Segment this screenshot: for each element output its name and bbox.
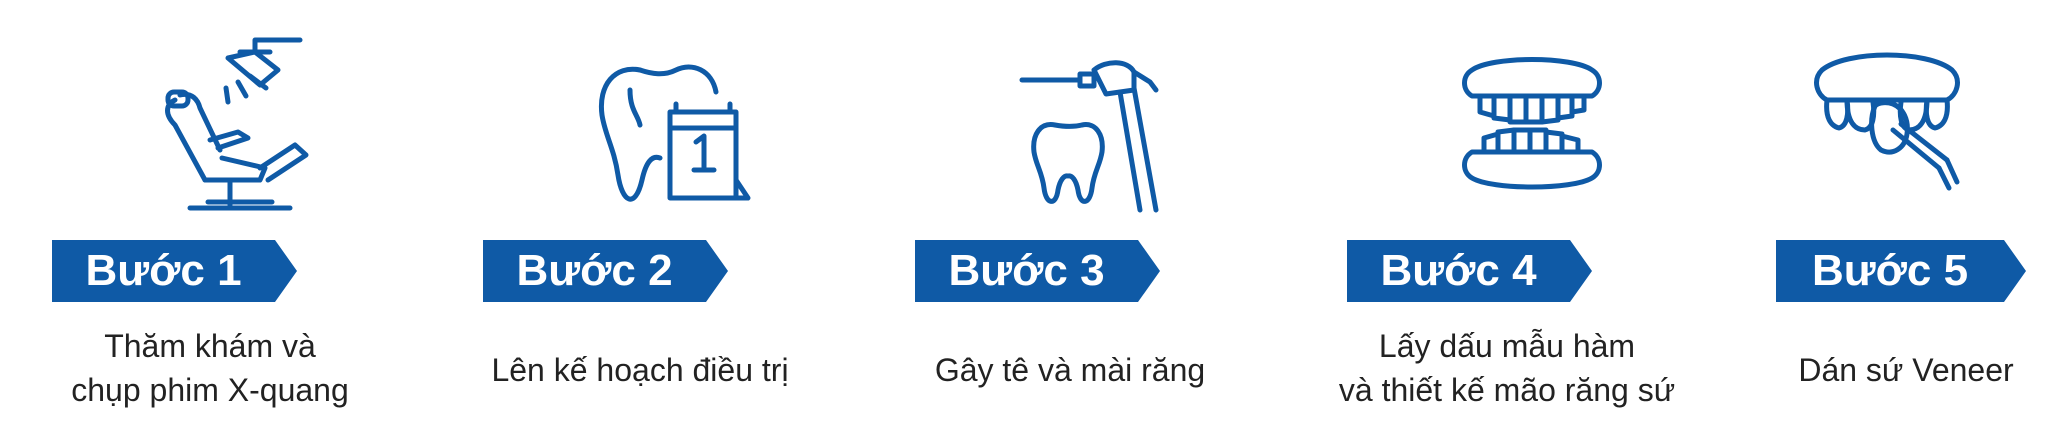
step-5-description: Dán sứ Veneer (1798, 352, 2014, 388)
step-2-description: Lên kế hoạch điều trị (491, 352, 789, 388)
step-1: Bước 1 Thăm khám và chụp phim X-quang (60, 0, 420, 431)
dentures-icon (1442, 30, 1622, 220)
step-5: Bước 5 Dán sứ Veneer (1784, 0, 2048, 431)
step-2-badge: Bước 2 (483, 240, 728, 302)
step-5-badge: Bước 5 (1776, 240, 2026, 302)
step-3-badge: Bước 3 (915, 240, 1160, 302)
step-3: Bước 3 Gây tê và mài răng (920, 0, 1280, 431)
step-2: Bước 2 Lên kế hoạch điều trị (490, 0, 850, 431)
dental-drill-icon (1010, 30, 1190, 220)
step-4-badge: Bước 4 (1347, 240, 1592, 302)
step-1-badge: Bước 1 (52, 240, 297, 302)
step-4: Bước 4 Lấy dấu mẫu hàm và thiết kế mão r… (1339, 0, 1712, 431)
dental-chair-icon (150, 30, 330, 220)
tooth-calendar-icon (580, 30, 760, 220)
step-4-description: Lấy dấu mẫu hàm và thiết kế mão răng sứ (1338, 328, 1676, 408)
veneer-icon (1797, 30, 1977, 220)
step-1-description: Thăm khám và chụp phim X-quang (71, 328, 349, 408)
step-3-description: Gây tê và mài răng (934, 352, 1206, 388)
